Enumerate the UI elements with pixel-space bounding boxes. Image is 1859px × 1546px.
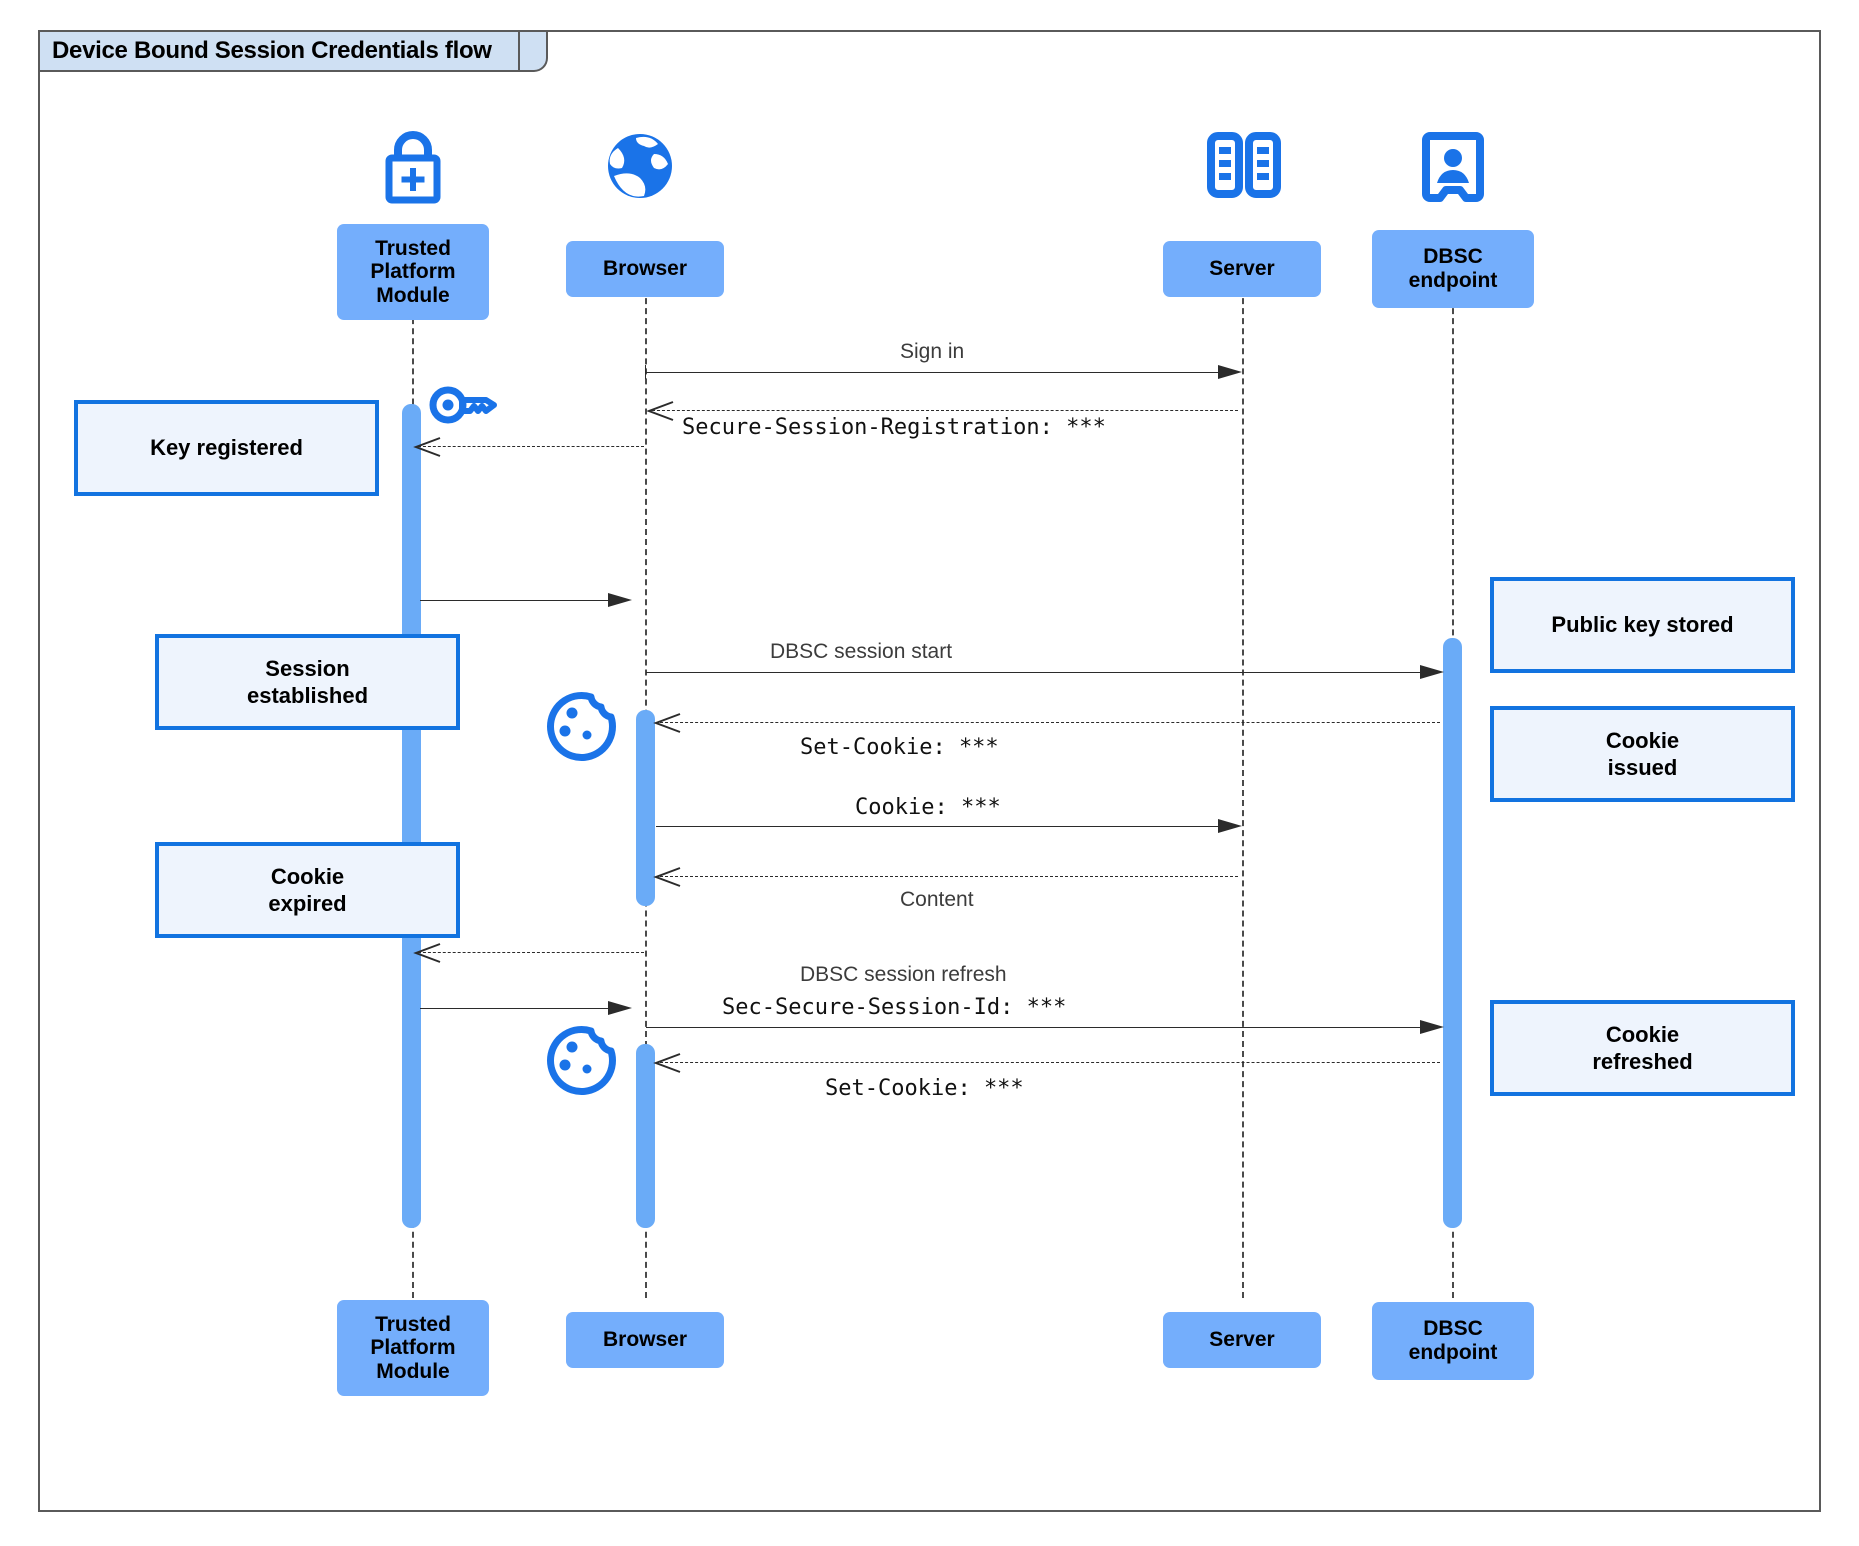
note-key-registered: Key registered [74, 400, 379, 496]
message-line-browser-to-tpm [418, 952, 644, 953]
message-line-set-cookie-2 [660, 1062, 1440, 1063]
message-line-secure-session-registration [652, 410, 1238, 411]
message-label-sign-in: Sign in [900, 340, 965, 363]
message-label-set-cookie-2: Set-Cookie: *** [825, 1076, 1024, 1101]
message-line-key-registered-return [418, 446, 644, 447]
message-line-tpm-to-browser-1 [420, 600, 626, 601]
arrowhead-open-left-1 [645, 400, 675, 427]
message-line-content [660, 876, 1238, 877]
participant-head-dbsc-label: DBSC endpoint [1408, 245, 1498, 292]
message-label-sec-secure-session-id: Sec-Secure-Session-Id: *** [722, 995, 1067, 1020]
message-label-cookie: Cookie: *** [855, 795, 1001, 820]
participant-head-server-label: Server [1209, 257, 1275, 281]
frame-title-tab: Device Bound Session Credentials flow [38, 30, 520, 72]
participant-foot-browser[interactable]: Browser [566, 1312, 724, 1368]
message-line-tpm-to-browser-2 [420, 1008, 626, 1009]
participant-head-server[interactable]: Server [1163, 241, 1321, 297]
frame-title-label: Device Bound Session Credentials flow [52, 37, 492, 64]
arrowhead-filled-right [1218, 363, 1244, 386]
id-badge-icon [1418, 128, 1488, 211]
arrowhead-open-left-5 [412, 942, 442, 969]
message-label-dbsc-session-refresh: DBSC session refresh [800, 963, 1007, 986]
message-line-set-cookie-1 [660, 722, 1440, 723]
message-label-content: Content [900, 888, 974, 911]
participant-head-browser[interactable]: Browser [566, 241, 724, 297]
key-icon [428, 380, 504, 435]
note-session-established-label: Session established [246, 655, 369, 709]
activation-bar-browser-2 [636, 1044, 655, 1228]
message-label-secure-session-registration: Secure-Session-Registration: *** [682, 415, 1106, 440]
note-key-registered-label: Key registered [150, 435, 303, 461]
server-rack-icon [1203, 128, 1285, 211]
note-cookie-issued: Cookie issued [1490, 706, 1795, 802]
participant-head-browser-label: Browser [602, 257, 688, 281]
lifeline-server [1242, 278, 1244, 1298]
note-cookie-expired-label: Cookie expired [268, 863, 347, 917]
participant-foot-tpm[interactable]: Trusted Platform Module [337, 1300, 489, 1396]
participant-foot-tpm-label: Trusted Platform Module [370, 1312, 456, 1383]
participant-head-tpm[interactable]: Trusted Platform Module [337, 224, 489, 320]
message-label-dbsc-session-start: DBSC session start [770, 640, 953, 663]
participant-foot-dbsc[interactable]: DBSC endpoint [1372, 1302, 1534, 1380]
message-label-set-cookie-1: Set-Cookie: *** [800, 735, 999, 760]
message-line-cookie [656, 826, 1236, 827]
arrowhead-open-left-6 [652, 1052, 682, 1079]
note-cookie-issued-label: Cookie issued [1605, 727, 1680, 781]
lock-plus-icon [370, 128, 456, 211]
arrowhead-filled-right-4 [1218, 817, 1244, 840]
participant-head-dbsc[interactable]: DBSC endpoint [1372, 230, 1534, 308]
participant-foot-server-label: Server [1209, 1328, 1275, 1352]
activation-bar-dbsc [1443, 638, 1462, 1228]
cookie-icon-1 [542, 688, 620, 769]
cookie-icon-2 [542, 1022, 620, 1103]
participant-foot-browser-label: Browser [602, 1328, 688, 1352]
participant-foot-server[interactable]: Server [1163, 1312, 1321, 1368]
arrowhead-filled-right-2 [608, 591, 634, 614]
arrowhead-open-left-2 [412, 436, 442, 463]
arrowhead-open-left-4 [652, 866, 682, 893]
participant-head-tpm-label: Trusted Platform Module [370, 236, 456, 307]
globe-icon [598, 128, 682, 211]
note-cookie-refreshed-label: Cookie refreshed [1592, 1021, 1693, 1075]
message-line-dbsc-session-start [646, 672, 1436, 673]
participant-foot-dbsc-label: DBSC endpoint [1408, 1317, 1498, 1364]
note-cookie-expired: Cookie expired [155, 842, 460, 938]
message-line-dbsc-session-refresh [646, 1027, 1436, 1028]
activation-bar-browser-1 [636, 710, 655, 906]
note-session-established: Session established [155, 634, 460, 730]
message-origin-tick-1 [645, 365, 646, 379]
message-line-sign-in [646, 372, 1236, 373]
note-public-key-stored: Public key stored [1490, 577, 1795, 673]
arrowhead-open-left-3 [652, 712, 682, 739]
arrowhead-filled-right-3 [1420, 663, 1446, 686]
note-public-key-stored-label: Public key stored [1551, 612, 1734, 638]
frame-title-tab-corner [519, 30, 548, 72]
arrowhead-filled-right-6 [1420, 1018, 1446, 1041]
note-cookie-refreshed: Cookie refreshed [1490, 1000, 1795, 1096]
activation-bar-tpm [402, 404, 421, 1228]
arrowhead-filled-right-5 [608, 999, 634, 1022]
